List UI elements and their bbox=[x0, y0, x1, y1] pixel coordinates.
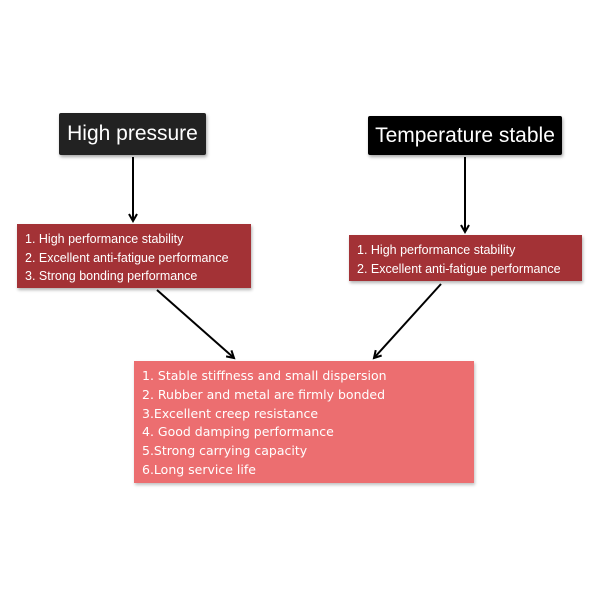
result-item: 1. Stable stiffness and small dispersion bbox=[142, 368, 387, 383]
arrow-left-properties-to-result bbox=[156, 289, 234, 358]
result-item: 2. Rubber and metal are firmly bonded bbox=[142, 386, 386, 402]
result-item: 3.Excellent creep resistance bbox=[142, 405, 319, 421]
right-property-item: 2. Excellent anti-fatigue performance bbox=[357, 261, 561, 276]
arrow-right-properties-to-result bbox=[374, 283, 442, 358]
temperature-stable-label: Temperature stable bbox=[375, 123, 555, 147]
left-property-item: 3. Strong bonding performance bbox=[25, 269, 198, 283]
left-properties-box: 1. High performance stability 2. Excelle… bbox=[17, 224, 251, 288]
right-properties-box: 1. High performance stability 2. Excelle… bbox=[349, 235, 582, 281]
result-box: 1. Stable stiffness and small dispersion… bbox=[134, 361, 474, 483]
temperature-stable-node: Temperature stable bbox=[368, 116, 562, 155]
result-item: 4. Good damping performance bbox=[142, 424, 334, 440]
right-property-item: 1. High performance stability bbox=[357, 243, 516, 257]
result-item: 5.Strong carrying capacity bbox=[142, 443, 308, 459]
left-property-item: 1. High performance stability bbox=[25, 232, 184, 246]
result-item: 6.Long service life bbox=[142, 461, 256, 477]
high-pressure-label: High pressure bbox=[67, 122, 198, 145]
high-pressure-node: High pressure bbox=[59, 113, 206, 155]
left-property-item: 2. Excellent anti-fatigue performance bbox=[25, 250, 229, 265]
